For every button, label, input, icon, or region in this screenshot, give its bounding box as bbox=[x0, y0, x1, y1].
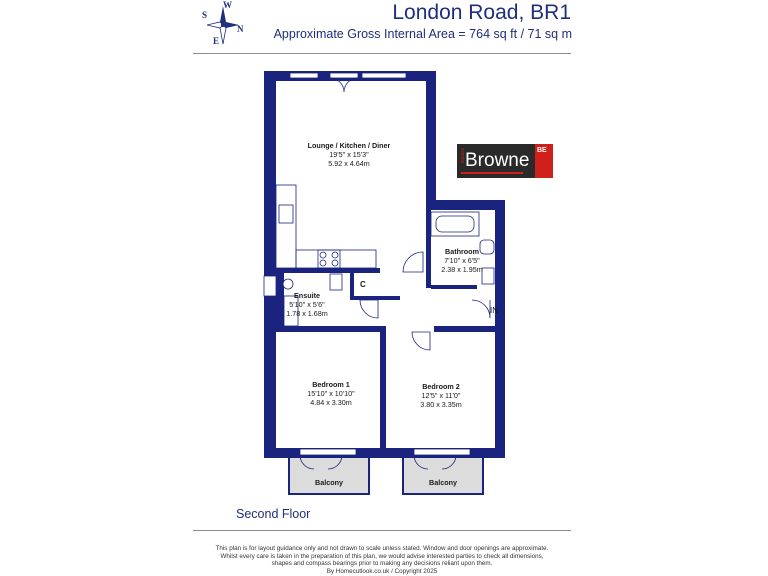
compass-e: E bbox=[213, 36, 220, 46]
compass-w: W bbox=[223, 0, 232, 10]
entrance-label: IN bbox=[490, 306, 498, 315]
room-name: Balcony bbox=[429, 478, 457, 487]
agency-logo: Estates Browne BE bbox=[457, 144, 553, 178]
room-name: Bedroom 1 bbox=[312, 380, 350, 389]
room-metric: 2.38 x 1.95m bbox=[441, 265, 483, 274]
room-balcony-1: Balcony bbox=[299, 478, 359, 487]
cupboard-label: C bbox=[360, 280, 366, 289]
room-metric: 4.84 x 3.30m bbox=[310, 398, 352, 407]
room-imperial: 19'5" x 15'3" bbox=[329, 150, 369, 159]
door-swings bbox=[299, 77, 491, 470]
room-imperial: 15'10" x 10'10" bbox=[307, 389, 355, 398]
compass: W S N E bbox=[201, 0, 249, 50]
fixtures bbox=[275, 184, 495, 327]
room-name: Balcony bbox=[315, 478, 343, 487]
room-imperial: 5'10" x 5'6" bbox=[289, 300, 325, 309]
compass-s: S bbox=[202, 10, 208, 20]
room-metric: 3.80 x 3.35m bbox=[420, 400, 462, 409]
copyright-line: By Homecutlook.co.uk / Copyright 2025 bbox=[326, 567, 438, 575]
disclaimer-line-3: shapes and compass bearings prior to mak… bbox=[271, 560, 493, 568]
page-title: London Road, BR1 bbox=[392, 1, 571, 24]
logo-mark-panel bbox=[535, 144, 553, 178]
floor-label: Second Floor bbox=[236, 507, 311, 521]
room-imperial: 12'5" x 11'0" bbox=[421, 391, 461, 400]
room-bedroom-1: Bedroom 1 15'10" x 10'10" 4.84 x 3.30m bbox=[296, 380, 366, 407]
logo-mark: BE bbox=[537, 147, 547, 154]
room-name: Bedroom 2 bbox=[422, 382, 460, 391]
logo-word: Browne bbox=[465, 150, 530, 171]
top-divider bbox=[193, 53, 571, 54]
kitchen-sink-icon bbox=[278, 204, 294, 224]
room-metric: 1.78 x 1.68m bbox=[286, 309, 328, 318]
windows bbox=[263, 72, 471, 456]
bottom-divider bbox=[193, 530, 571, 531]
ensuite-shower bbox=[283, 295, 299, 327]
room-imperial: 7'10" x 6'5" bbox=[444, 256, 480, 265]
room-name: Bathroom bbox=[445, 247, 479, 256]
area-subtitle: Approximate Gross Internal Area = 764 sq… bbox=[273, 27, 572, 41]
room-name: Ensuite bbox=[294, 291, 320, 300]
room-bedroom-2: Bedroom 2 12'5" x 11'0" 3.80 x 3.35m bbox=[406, 382, 476, 409]
basin-icon bbox=[481, 267, 495, 285]
logo-underline bbox=[461, 172, 523, 174]
disclaimer: This plan is for layout guidance only an… bbox=[193, 545, 571, 575]
room-ensuite: Ensuite 5'10" x 5'6" 1.78 x 1.68m bbox=[280, 291, 334, 318]
ensuite-wc-icon bbox=[282, 278, 294, 290]
room-balcony-2: Balcony bbox=[413, 478, 473, 487]
compass-n: N bbox=[237, 24, 244, 34]
balconies bbox=[288, 453, 484, 495]
disclaimer-line-1: This plan is for layout guidance only an… bbox=[215, 545, 549, 552]
room-metric: 5.92 x 4.64m bbox=[328, 159, 370, 168]
kitchen-counter bbox=[275, 184, 297, 269]
room-bathroom: Bathroom 7'10" x 6'5" 2.38 x 1.95m bbox=[430, 247, 494, 274]
disclaimer-line-2: Whilst every care is taken in the prepar… bbox=[220, 552, 544, 560]
wc-icon bbox=[479, 239, 495, 255]
room-name: Lounge / Kitchen / Diner bbox=[307, 141, 391, 150]
compass-rose-icon bbox=[206, 6, 239, 45]
balcony-2-area bbox=[402, 453, 484, 495]
room-lounge: Lounge / Kitchen / Diner 19'5" x 15'3" 5… bbox=[300, 141, 398, 168]
